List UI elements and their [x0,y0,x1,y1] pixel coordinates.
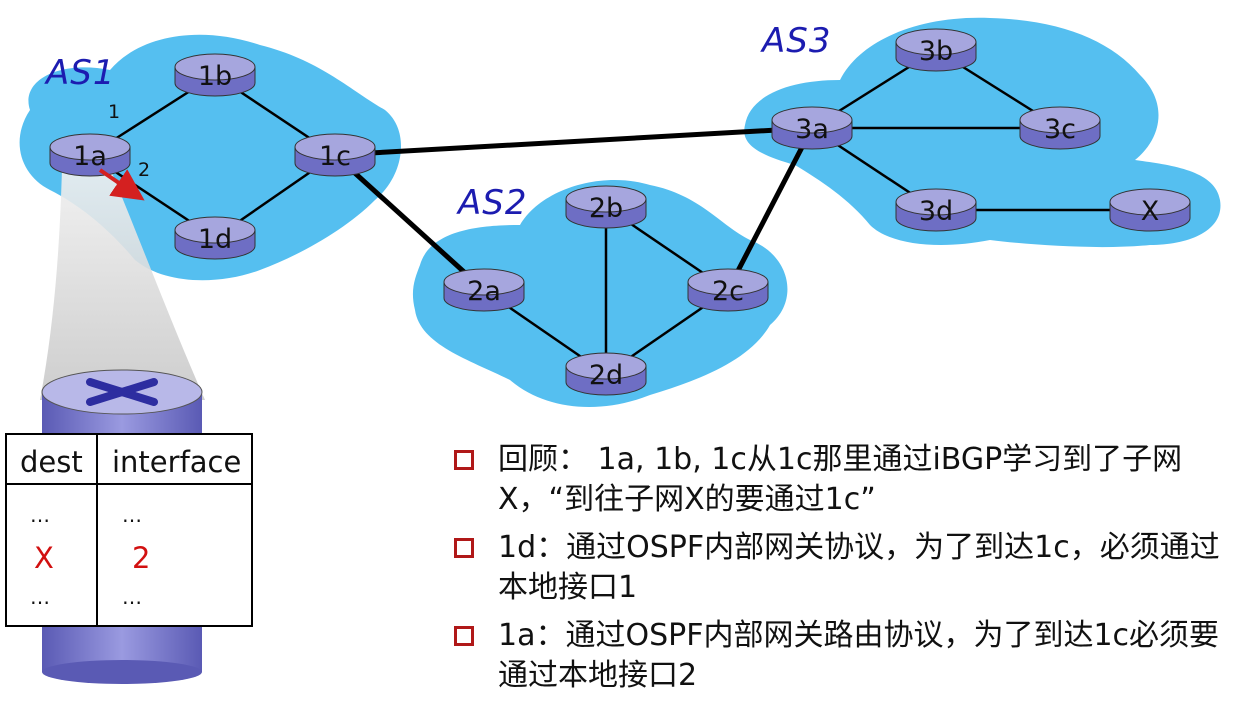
table-cell-dest: … [30,503,50,527]
list-item: 1d：通过OSPF内部网关协议，为了到达1c，必须通过本地接口1 [448,528,1228,608]
router-icon [86,378,158,406]
router-1c: 1c [294,133,376,177]
router-3c-label: 3c [1044,114,1076,145]
table-header-interface: interface [112,445,241,479]
router-zoom-beam [40,168,205,400]
router-3d: 3d [895,188,977,232]
router-3d-label: 3d [919,196,953,227]
explanation-list: 回顾： 1a, 1b, 1c从1c那里通过iBGP学习到了子网X，“到往子网X的… [448,440,1228,704]
router-1b-label: 1b [198,61,232,92]
router-2b-label: 2b [589,193,623,224]
router-2d-label: 2d [589,360,623,391]
router-x-label: X [1141,196,1160,227]
table-header-dest: dest [20,445,83,479]
router-2d: 2d [565,352,647,396]
as1-label: AS1 [44,53,115,93]
table-cell-dest: … [30,585,50,609]
as2-label: AS2 [456,183,527,223]
router-1d-label: 1d [198,224,232,255]
as3-label: AS3 [760,21,831,61]
checkbox-bullet-icon [454,450,474,470]
bullet-text: 1a：通过OSPF内部网关路由协议，为了到达1c必须要通过本地接口2 [498,618,1220,693]
table-cell-interface: 2 [132,541,150,575]
router-2c-label: 2c [712,276,744,307]
interface-1-label: 1 [108,101,120,123]
router-3c: 3c [1019,106,1101,150]
router-1a: 1a [49,133,131,177]
bullet-text: 回顾： 1a, 1b, 1c从1c那里通过iBGP学习到了子网X，“到往子网X的… [498,442,1183,517]
bullet-text: 1d：通过OSPF内部网关协议，为了到达1c，必须通过本地接口1 [498,530,1220,605]
router-2a: 2a [443,268,525,312]
router-2c: 2c [687,268,769,312]
router-3a: 3a [771,106,853,150]
forwarding-table: dest interface … … X 2 … … [5,433,253,627]
as3-cloud [744,17,1221,248]
as2-cloud [412,179,788,407]
router-x: X [1109,188,1191,232]
router-3a-label: 3a [795,114,829,145]
checkbox-bullet-icon [454,538,474,558]
router-1a-label: 1a [73,141,107,172]
router-3b: 3b [895,28,977,72]
router-1b: 1b [174,53,256,97]
table-cell-interface: … [122,585,142,609]
table-cell-interface: … [122,503,142,527]
list-item: 回顾： 1a, 1b, 1c从1c那里通过iBGP学习到了子网X，“到往子网X的… [448,440,1228,520]
forwarding-arrow-icon [98,168,145,201]
router-2b: 2b [565,185,647,229]
router-1c-label: 1c [319,141,351,172]
table-cell-dest: X [34,541,54,575]
router-1d: 1d [174,216,256,260]
interface-2-label: 2 [138,159,150,181]
router-2a-label: 2a [467,276,501,307]
router-3b-label: 3b [919,36,953,67]
checkbox-bullet-icon [454,626,474,646]
list-item: 1a：通过OSPF内部网关路由协议，为了到达1c必须要通过本地接口2 [448,616,1228,696]
